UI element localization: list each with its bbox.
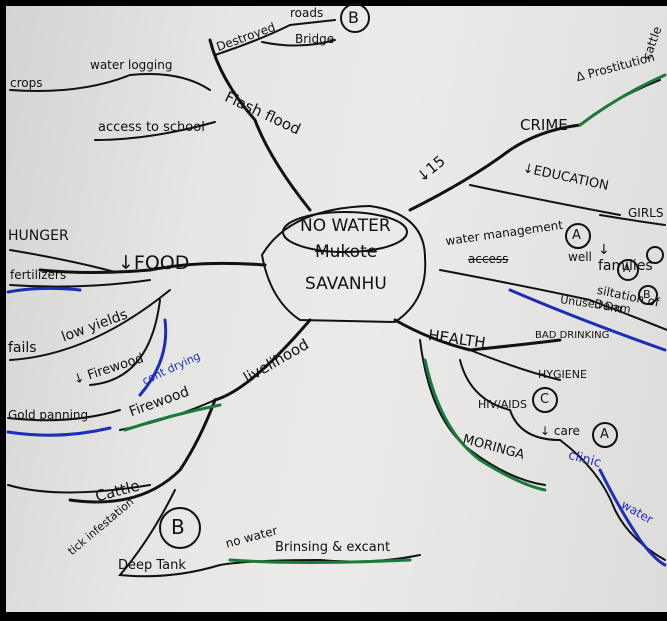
center-location: SAVANHU — [305, 274, 387, 294]
badge-b-top — [340, 3, 370, 33]
label-food: ↓FOOD — [118, 252, 190, 274]
branch-hygiene — [469, 349, 561, 381]
blue-marker-cont — [138, 318, 168, 397]
blue-marker-fertilizers — [6, 286, 82, 294]
label-destroyed: Destroyed — [214, 19, 278, 55]
branch-fertilizers — [9, 279, 151, 288]
blue-marker-gold — [6, 426, 112, 437]
badge-c-hiv — [532, 387, 558, 413]
label-gold: Gold panning — [8, 408, 89, 422]
branch-flash-flood — [208, 38, 312, 212]
label-access-school: access to school — [98, 120, 205, 135]
label-care: ↓ care — [540, 424, 580, 438]
label-bridge: Bridge — [295, 32, 335, 46]
label-deep-tank: Deep Tank — [118, 558, 186, 573]
green-marker-crime — [578, 73, 667, 127]
branch-girls — [599, 214, 666, 226]
branch-access-school — [94, 121, 216, 141]
label-cattle-top: cattle — [639, 24, 665, 62]
label-no-water: no water — [224, 523, 279, 551]
badge-a-health — [617, 259, 639, 281]
branch-education — [469, 184, 621, 216]
label-well: well — [568, 250, 592, 264]
branch-cattle — [7, 484, 151, 494]
branch-livelihood — [68, 318, 312, 504]
label-moringa: MORINGA — [461, 432, 526, 463]
label-hiv: HIV/AIDS — [478, 398, 527, 411]
label-access: access — [468, 252, 509, 266]
branch-low-yields — [9, 289, 171, 361]
badge-text-b-top: B — [348, 8, 359, 27]
label-fails: fails — [8, 340, 37, 356]
label-roads: roads — [290, 6, 324, 20]
branch-destroyed — [214, 19, 336, 56]
label-clinic: clinic — [566, 447, 603, 472]
branch-deep-tank — [117, 489, 221, 578]
label-firewood-live: Firewood — [127, 383, 192, 421]
branch-firewood-food — [89, 299, 161, 386]
label-families: ↓ families — [598, 242, 653, 274]
label-crops: crops — [10, 76, 43, 90]
branch-siltation — [439, 269, 667, 331]
label-livelihood: livelihood — [240, 335, 312, 387]
branch-gold — [7, 409, 121, 422]
badge-text-c-hiv: C — [540, 392, 550, 407]
badge-b-deep-tank — [159, 507, 201, 549]
label-fertilizers: fertilizers — [10, 268, 67, 282]
badge-b-health — [638, 285, 658, 305]
badge-a-care — [592, 422, 618, 448]
label-cont-drying: cont drying — [140, 349, 203, 388]
badge-text-b-deep: B — [171, 515, 185, 539]
label-water-management: water management — [444, 217, 564, 249]
green-marker-no-water — [228, 558, 412, 564]
center-title: NO WATER — [300, 216, 391, 236]
branch-hunger — [9, 249, 116, 273]
center-node-ellipse — [282, 211, 408, 253]
label-low-yields: low yields — [59, 306, 130, 346]
label-flash-flood: Flash flood — [222, 87, 304, 139]
label-water-clinic: water — [618, 497, 656, 527]
label-arrow-15: ↓15 — [412, 151, 449, 187]
label-water-logging: water logging — [90, 58, 173, 72]
label-bad-drinking: BAD DRINKING — [535, 330, 610, 341]
branch-crime — [408, 123, 582, 212]
label-hunger: HUNGER — [8, 228, 69, 244]
badge-text-a-education: A — [572, 228, 581, 243]
branch-hiv — [459, 359, 561, 441]
label-health: HEALTH — [427, 326, 487, 352]
label-brinsing: Brinsing & excant — [275, 540, 391, 555]
branch-water-logging — [9, 73, 211, 92]
blue-marker-clinic — [598, 468, 667, 567]
green-marker-moringa — [423, 358, 547, 492]
label-cattle: Cattle — [93, 476, 142, 506]
label-education: ↓EDUCATION — [521, 161, 610, 194]
branch-roads-bridge — [261, 39, 336, 47]
green-marker-firewood — [123, 403, 222, 432]
blue-marker-dam — [508, 288, 667, 352]
badge-text-b-health: B — [643, 288, 651, 301]
label-firewood-food: ↓ Firewood — [71, 351, 146, 388]
center-subtitle-crossed: Mukote — [315, 242, 378, 262]
badge-a-families — [646, 246, 664, 264]
label-girls: GIRLS — [628, 206, 664, 220]
badge-a-education — [565, 223, 591, 249]
badge-text-a-health: A — [623, 262, 631, 275]
label-hygiene: HYGIENE — [538, 368, 587, 381]
branch-food — [38, 261, 267, 274]
badge-text-a-care: A — [600, 427, 609, 442]
label-crime: CRIME — [520, 116, 568, 134]
